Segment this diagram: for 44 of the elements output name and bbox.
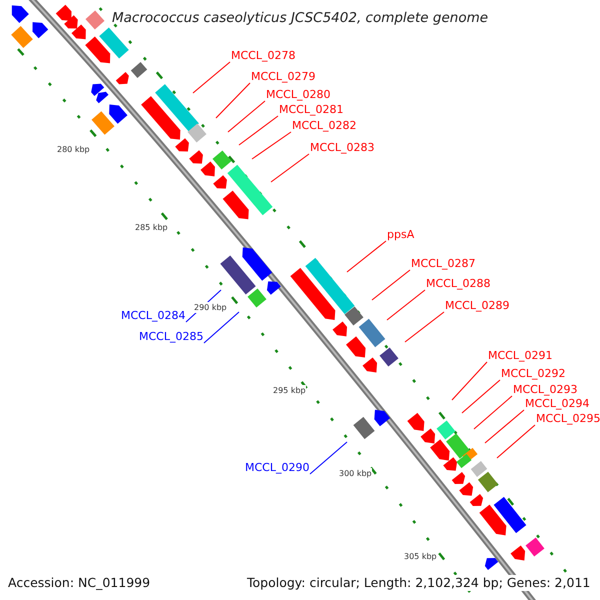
scale-label: 300 kbp xyxy=(339,468,372,479)
gene-label: MCCL_0287 xyxy=(411,258,476,270)
gene-label: MCCL_0284 xyxy=(121,310,186,322)
gene-label: MCCL_0283 xyxy=(310,142,374,154)
leader-line xyxy=(310,442,348,474)
gene-label: MCCL_0290 xyxy=(245,462,310,474)
leader-line xyxy=(404,312,444,342)
leader-line xyxy=(192,62,230,94)
scale-label: 285 kbp xyxy=(135,222,168,233)
gene-label: MCCL_0278 xyxy=(231,50,296,62)
leader-line xyxy=(346,240,386,272)
leader-line xyxy=(386,290,426,320)
gene-label: MCCL_0282 xyxy=(292,120,356,132)
leader-line xyxy=(216,82,250,118)
leader-line xyxy=(372,270,410,300)
title: Macrococcus caseolyticus JCSC5402, complete genome xyxy=(112,10,488,26)
gene-label: MCCL_0285 xyxy=(139,331,204,343)
gene-label: MCCL_0293 xyxy=(513,384,578,396)
leader-line xyxy=(270,154,310,182)
scale-label: 295 kbp xyxy=(273,385,306,396)
leader-line xyxy=(252,132,292,160)
footer-text: Accession: NC_011999 xyxy=(8,575,150,590)
gene-label: ppsA xyxy=(387,229,414,241)
scale-label: 290 kbp xyxy=(194,302,227,313)
leader-line xyxy=(228,100,266,132)
gene-label: MCCL_0289 xyxy=(445,300,510,312)
gene-label: MCCL_0281 xyxy=(279,104,344,116)
scale-label: 305 kbp xyxy=(404,551,437,562)
gene-label: MCCL_0294 xyxy=(525,398,590,410)
leader-line xyxy=(474,396,512,430)
scale-label: 280 kbp xyxy=(57,144,90,155)
leader-line xyxy=(496,424,536,458)
gene-label: MCCL_0279 xyxy=(251,71,316,83)
gene-label: MCCL_0288 xyxy=(426,278,490,290)
leader-line xyxy=(204,312,240,344)
footer-text: Topology: circular; Length: 2,102,324 bp; Genes: 2,011 xyxy=(247,575,590,590)
gene-label: MCCL_0295 xyxy=(536,413,600,425)
gene-label: MCCL_0292 xyxy=(501,368,566,380)
leader-line xyxy=(462,380,500,414)
gene-label: MCCL_0280 xyxy=(266,89,330,101)
leader-line xyxy=(484,410,524,444)
gene-label: MCCL_0291 xyxy=(488,350,552,362)
leader-line xyxy=(238,116,278,146)
leader-line xyxy=(452,362,488,400)
